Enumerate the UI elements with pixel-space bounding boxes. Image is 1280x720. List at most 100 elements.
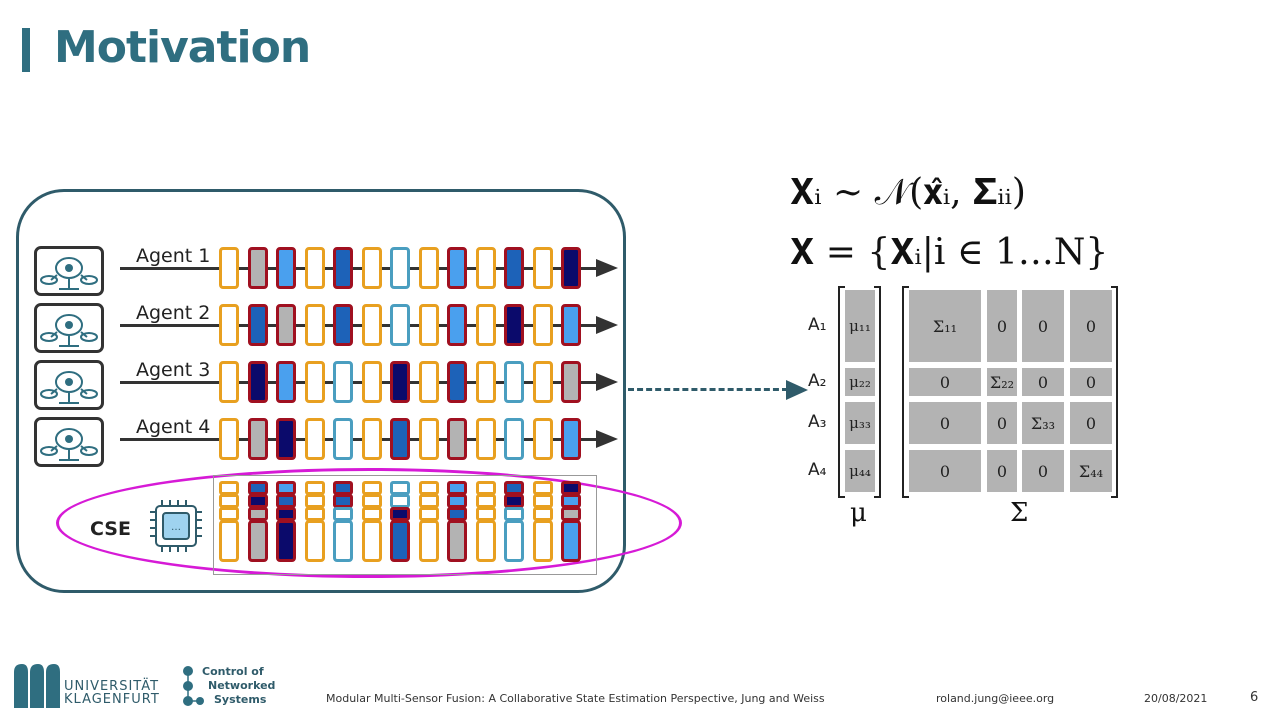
cse-slot <box>219 507 239 521</box>
cse-slot <box>561 507 581 521</box>
agents-panel <box>16 189 626 593</box>
covariance-cell: 0 <box>909 450 981 492</box>
timeline-axis <box>120 324 600 327</box>
sigma-bracket-right <box>1111 286 1118 498</box>
covariance-cell: 0 <box>1022 290 1064 362</box>
measurement-slot <box>561 304 581 346</box>
measurement-slot <box>361 247 382 289</box>
measurement-slot <box>247 361 268 403</box>
measurement-slot <box>475 247 496 289</box>
agent-label: Agent 3 <box>136 359 211 381</box>
cse-slot <box>247 520 268 562</box>
measurement-slot <box>304 361 325 403</box>
agent-label: Agent 4 <box>136 416 211 438</box>
measurement-slot <box>504 247 524 289</box>
cse-slot <box>390 494 410 508</box>
measurement-slot <box>276 247 296 289</box>
timeline-arrow-head <box>596 430 618 448</box>
measurement-slot <box>276 361 296 403</box>
timeline-arrow-head <box>596 316 618 334</box>
cse-slot <box>276 494 296 508</box>
cse-slot <box>361 520 382 562</box>
timeline-axis <box>120 438 600 441</box>
mu-symbol: μ <box>850 498 867 528</box>
measurement-slot <box>418 247 439 289</box>
group-name-line3: Systems <box>214 693 267 706</box>
measurement-slot <box>304 247 325 289</box>
measurement-slot <box>447 304 467 346</box>
university-name-line1: UNIVERSITÄT <box>64 679 160 694</box>
measurement-slot <box>475 361 496 403</box>
measurement-slot <box>504 418 524 460</box>
measurement-slot <box>504 361 524 403</box>
measurement-slot <box>219 418 239 460</box>
cse-slot <box>532 520 553 562</box>
cse-slot <box>561 494 581 508</box>
cse-slot <box>390 520 410 562</box>
covariance-cell: 0 <box>1070 368 1112 396</box>
cse-slot <box>532 507 553 521</box>
measurement-slot <box>418 418 439 460</box>
sigma-bracket-left <box>902 286 909 498</box>
covariance-cell: Σ₂₂ <box>987 368 1017 396</box>
drone-icon <box>34 303 104 353</box>
measurement-slot <box>447 418 467 460</box>
measurement-slot <box>333 418 353 460</box>
measurement-slot <box>219 247 239 289</box>
cse-slot <box>390 507 410 521</box>
cse-slot <box>276 520 296 562</box>
timeline-arrow-head <box>596 259 618 277</box>
measurement-slot <box>418 304 439 346</box>
measurement-slot <box>219 361 239 403</box>
mu-bracket-left <box>838 286 845 498</box>
covariance-cell: 0 <box>987 450 1017 492</box>
university-logo-icon <box>14 664 60 708</box>
fusion-arrow <box>628 388 788 391</box>
covariance-cell: 0 <box>1070 290 1112 362</box>
cse-slot <box>333 494 353 508</box>
agent-label: Agent 2 <box>136 302 211 324</box>
agent-row-label: A₃ <box>808 412 827 432</box>
cse-slot <box>219 481 239 495</box>
cse-slot <box>304 481 325 495</box>
measurement-slot <box>532 247 553 289</box>
cse-slot <box>418 507 439 521</box>
university-name-line2: KLAGENFURT <box>64 692 160 707</box>
measurement-slot <box>304 418 325 460</box>
cse-slot <box>304 494 325 508</box>
cse-slot <box>361 494 382 508</box>
cse-slot <box>561 520 581 562</box>
covariance-cell: Σ₄₄ <box>1070 450 1112 492</box>
cse-slot <box>447 494 467 508</box>
cse-slot <box>418 494 439 508</box>
cse-slot <box>504 520 524 562</box>
measurement-slot <box>532 418 553 460</box>
measurement-slot <box>447 361 467 403</box>
measurement-slot <box>247 247 268 289</box>
measurement-slot <box>390 418 410 460</box>
cse-slot <box>418 520 439 562</box>
measurement-slot <box>475 418 496 460</box>
cse-slot <box>304 507 325 521</box>
drone-icon <box>34 246 104 296</box>
mean-cell: μ₃₃ <box>845 402 875 444</box>
cse-label: CSE <box>90 518 131 540</box>
covariance-cell: 0 <box>909 402 981 444</box>
measurement-slot <box>361 304 382 346</box>
group-name-line1: Control of <box>202 665 264 678</box>
cse-slot <box>447 520 467 562</box>
measurement-slot <box>390 304 410 346</box>
cse-slot <box>361 481 382 495</box>
measurement-slot <box>276 418 296 460</box>
mu-bracket-right <box>874 286 881 498</box>
footer-date: 20/08/2021 <box>1144 692 1208 705</box>
covariance-cell: Σ₃₃ <box>1022 402 1064 444</box>
slide-title: Motivation <box>54 22 311 73</box>
agent-row-label: A₁ <box>808 315 827 335</box>
covariance-cell: 0 <box>1022 450 1064 492</box>
cse-slot <box>247 507 268 521</box>
measurement-slot <box>361 418 382 460</box>
agent-row-label: A₄ <box>808 460 827 480</box>
cse-slot <box>418 481 439 495</box>
measurement-slot <box>276 304 296 346</box>
